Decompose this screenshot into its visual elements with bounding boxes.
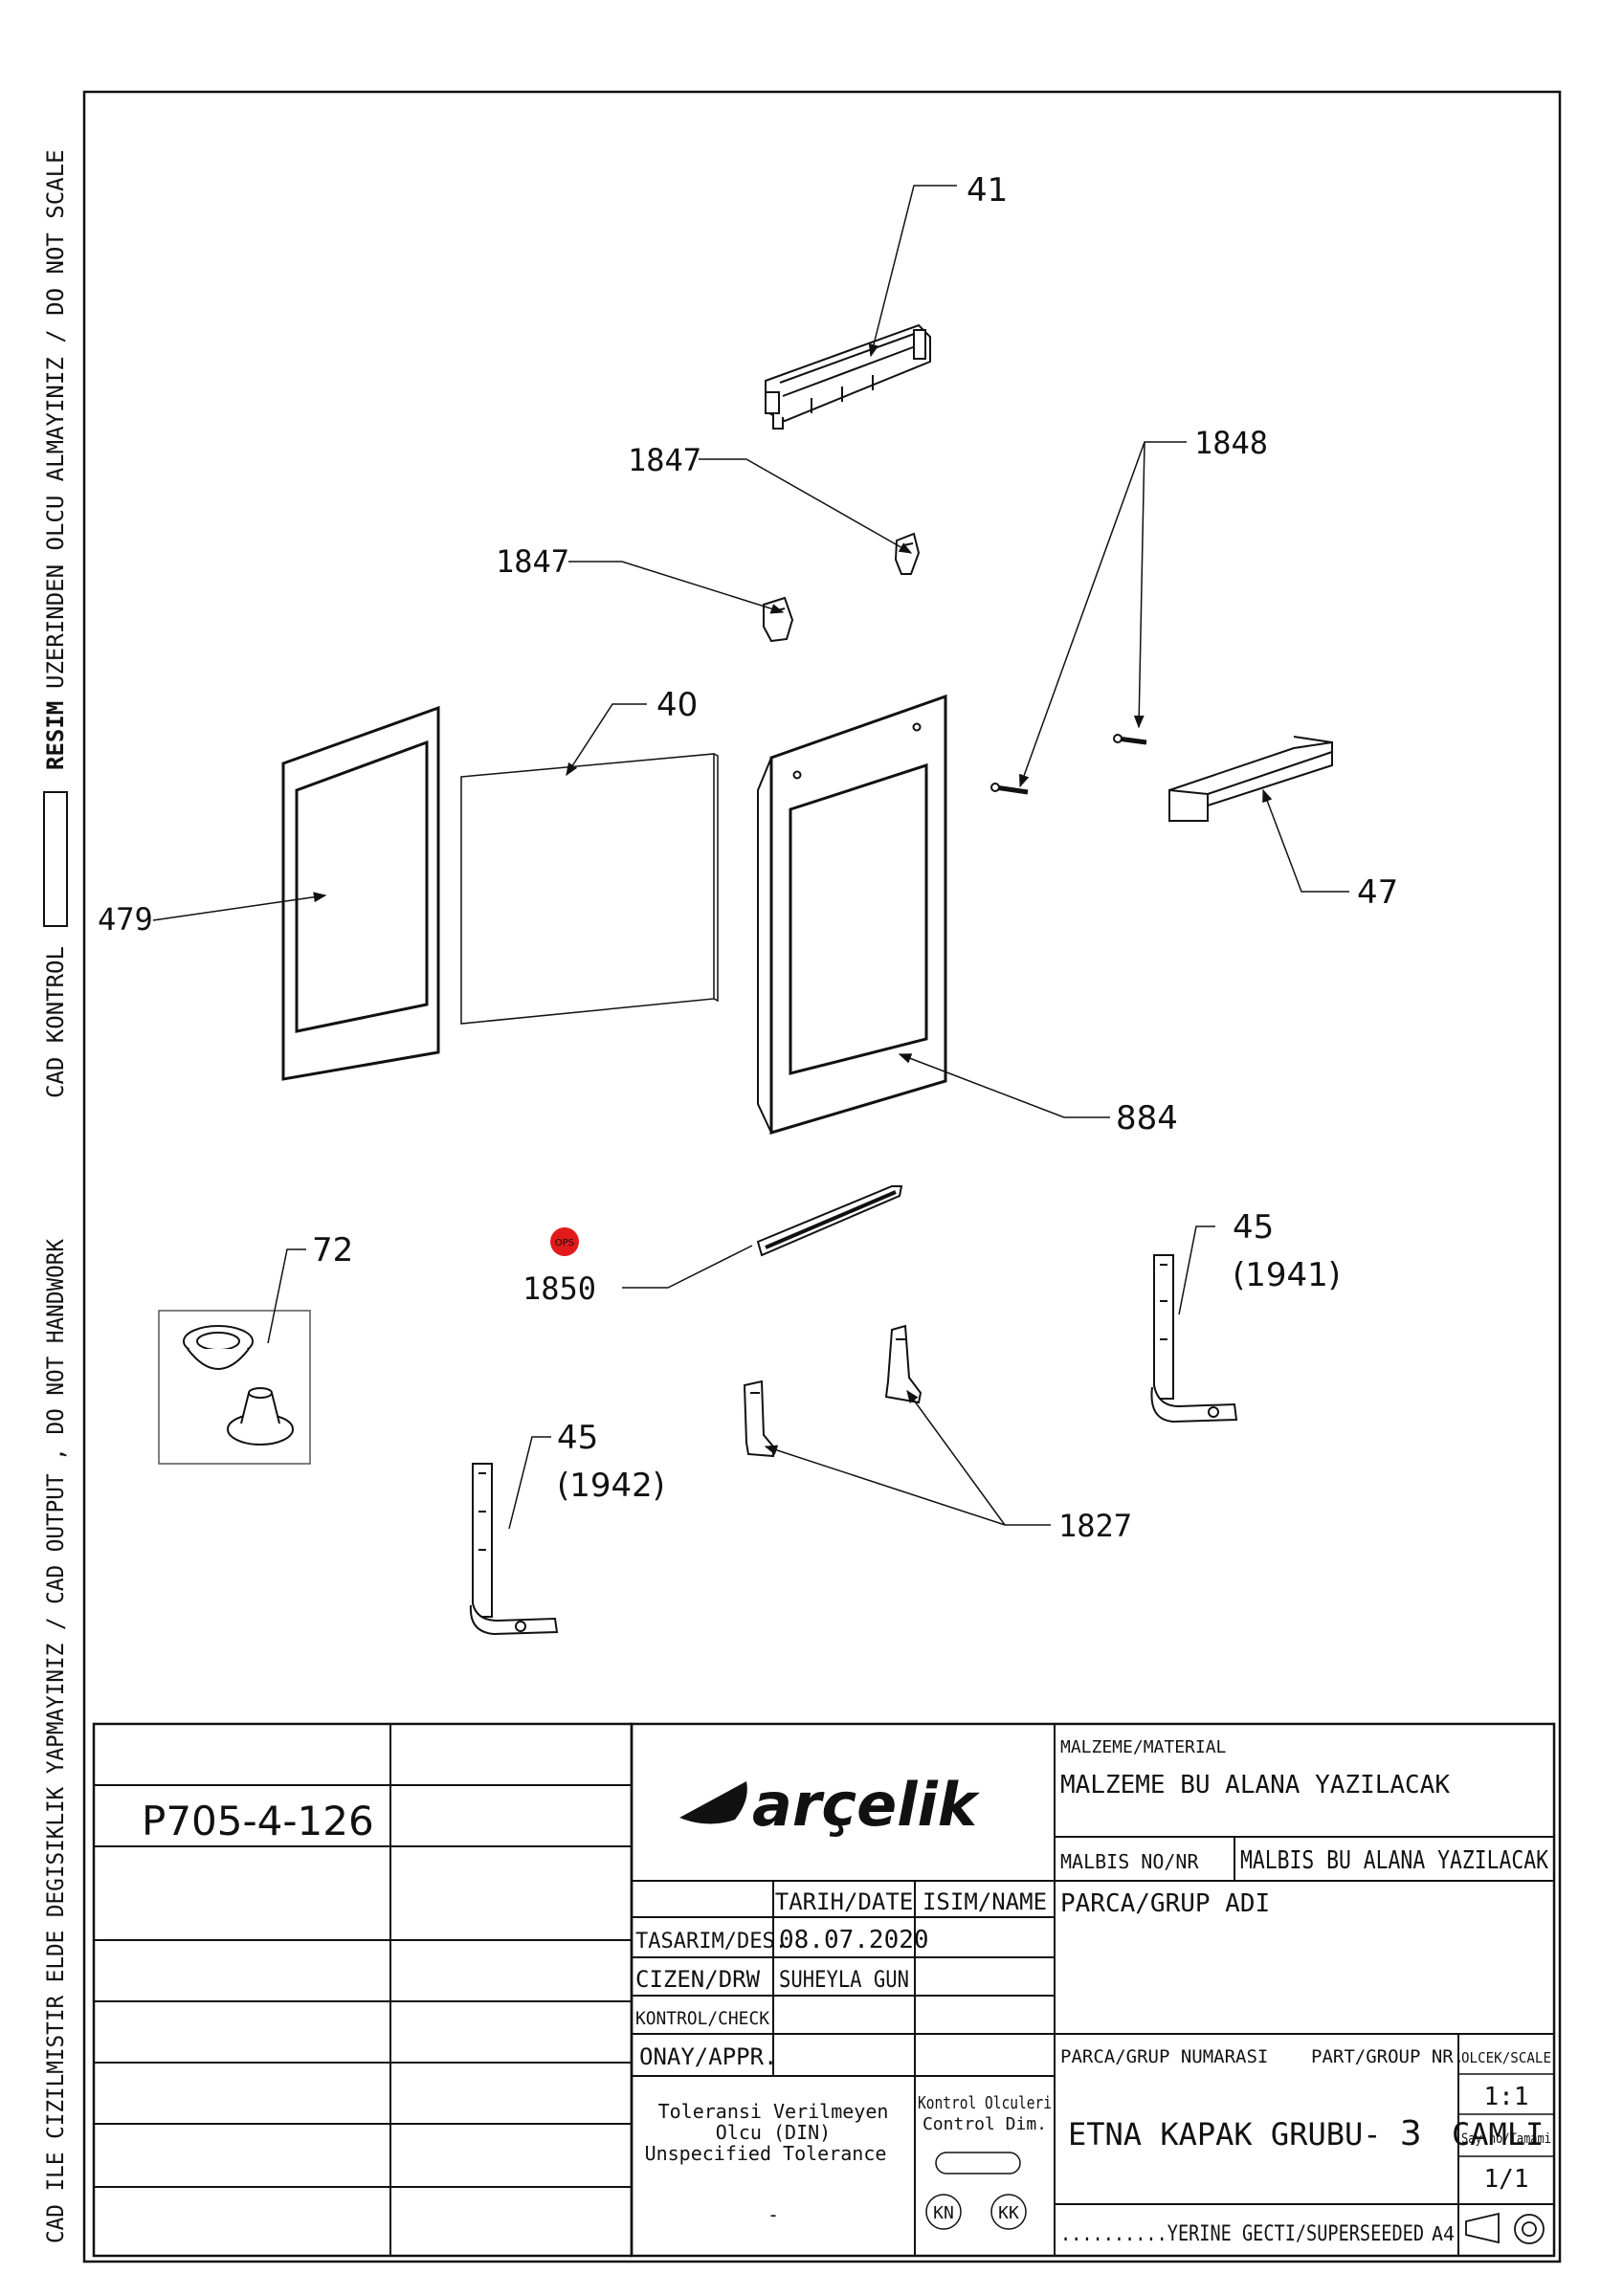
material-label: MALZEME/MATERIAL (1060, 1737, 1227, 1757)
arcelik-logo: arçelik (679, 1770, 981, 1840)
leader-lines (152, 185, 1349, 1530)
malbis-label: MALBIS NO/NR (1060, 1850, 1199, 1873)
callout-41: 41 (967, 171, 1008, 210)
kn-symbol: KN (933, 2203, 954, 2223)
part-number-label: PARCA/GRUP NUMARASI (1060, 2046, 1268, 2067)
paper-size: A4 (1432, 2222, 1455, 2245)
kk-symbol: KK (998, 2203, 1019, 2223)
part-47-handle (1168, 736, 1333, 823)
title-block-text: P705-4-126 MALZEME/MATERIAL MALZEME BU A… (142, 1737, 1551, 2246)
side-text-cad-kontrol: CAD KONTROL (42, 946, 69, 1098)
callout-1827: 1827 (1058, 1508, 1132, 1544)
tolerance-text-3: Unspecified Tolerance (645, 2142, 887, 2165)
drawing-title: ETNA KAPAK GRUBU- 3 CAMLI (1068, 2114, 1544, 2153)
material-value: MALZEME BU ALANA YAZILACAK (1060, 1771, 1450, 1799)
callout-1848: 1848 (1194, 425, 1268, 461)
part-41-top-profile (765, 323, 931, 430)
callout-45-b: 45 (557, 1419, 598, 1457)
sheet-value: 1/1 (1484, 2165, 1529, 2194)
part-name-label: PARCA/GRUP ADI (1060, 1889, 1270, 1918)
part-1827-bracket-b (884, 1324, 923, 1404)
callout-1941: (1941) (1233, 1256, 1341, 1294)
control-dim-tr: Kontrol Olculeri (918, 2093, 1052, 2113)
part-72-bushings (158, 1310, 311, 1465)
part-1848-pin-b (1113, 734, 1147, 745)
check-label: KONTROL/CHECK (635, 2008, 770, 2029)
side-text-resim: RESIM (42, 701, 69, 770)
design-date: 08.07.2020 (779, 1926, 929, 1954)
tolerance-value: - (767, 2203, 779, 2226)
arcelik-logo-text: arçelik (752, 1770, 981, 1840)
part-479-outer-glass (281, 705, 440, 1081)
control-dim-en: Control Dim. (923, 2114, 1047, 2134)
part-1847-bracket-a (894, 532, 921, 575)
part-884-door-panel (757, 694, 947, 1136)
malbis-value: MALBIS BU ALANA YAZILACAK (1240, 1846, 1548, 1875)
side-text-do-not-scale: UZERINDEN OLCU ALMAYINIZ / DO NOT SCALE (42, 149, 69, 689)
callout-884: 884 (1116, 1099, 1178, 1137)
drawing-frame (82, 90, 1562, 2263)
scale-value: 1:1 (1484, 2083, 1529, 2111)
drawing-code: P705-4-126 (142, 1798, 374, 1844)
arcelik-logo-mark (679, 1781, 747, 1824)
approve-label: ONAY/APPR. (639, 2043, 778, 2070)
side-margin-text: CAD KONTROL RESIM UZERINDEN OLCU ALMAYIN… (42, 149, 69, 2243)
part-45-1942-hinge (469, 1463, 559, 1636)
name-header: ISIM/NAME (923, 1888, 1047, 1915)
drawn-name: SUHEYLA GUN (779, 1966, 909, 1993)
part-40-inner-glass (460, 753, 719, 1025)
ops-marker-label: OPS (555, 1238, 574, 1248)
callout-1847-b: 1847 (496, 543, 569, 580)
superseded-label: ..........YERINE GECTI/SUPERSEEDED (1060, 2222, 1424, 2246)
callout-1847-a: 1847 (628, 442, 701, 478)
callout-479: 479 (98, 901, 153, 938)
drawing-title-number: 3 (1400, 2114, 1422, 2153)
date-header: TARIH/DATE (775, 1888, 914, 1915)
drawn-label: CIZEN/DRW (635, 1966, 761, 1993)
part-number-label-en: PART/GROUP NR. (1311, 2046, 1464, 2067)
callout-72: 72 (312, 1231, 353, 1269)
callout-1942: (1942) (557, 1467, 665, 1505)
title-block (92, 1722, 1556, 2258)
tolerance-text-2: Olcu (DIN) (716, 2121, 831, 2144)
side-text-do-not-handwork: CAD ILE CIZILMISTIR ELDE DEGISIKLIK YAPM… (42, 1238, 69, 2243)
callout-labels: 41 1847 1847 1848 40 479 47 884 72 1850 … (98, 171, 1398, 1544)
callout-45-a: 45 (1233, 1208, 1274, 1247)
sheet-label: Say.no/Tamami (1461, 2131, 1551, 2147)
drawing-title-b: CAMLI (1452, 2116, 1544, 2152)
cad-kontrol-box (43, 791, 68, 927)
part-1847-bracket-b (763, 596, 794, 643)
callout-47: 47 (1357, 873, 1398, 912)
drawing-title-a: ETNA KAPAK GRUBU- (1068, 2116, 1382, 2152)
scale-label: OLCEK/SCALE (1461, 2049, 1551, 2066)
part-1850-rail (756, 1185, 903, 1257)
callout-1850: 1850 (522, 1270, 596, 1307)
ops-marker: OPS (550, 1227, 579, 1256)
design-label: TASARIM/DES. (635, 1930, 788, 1954)
part-1848-pin-a (990, 783, 1029, 795)
part-45-1941-hinge (1150, 1254, 1238, 1424)
callout-40: 40 (656, 686, 698, 724)
part-1827-bracket-a (743, 1380, 774, 1458)
tolerance-text-1: Toleransi Verilmeyen (658, 2100, 889, 2123)
